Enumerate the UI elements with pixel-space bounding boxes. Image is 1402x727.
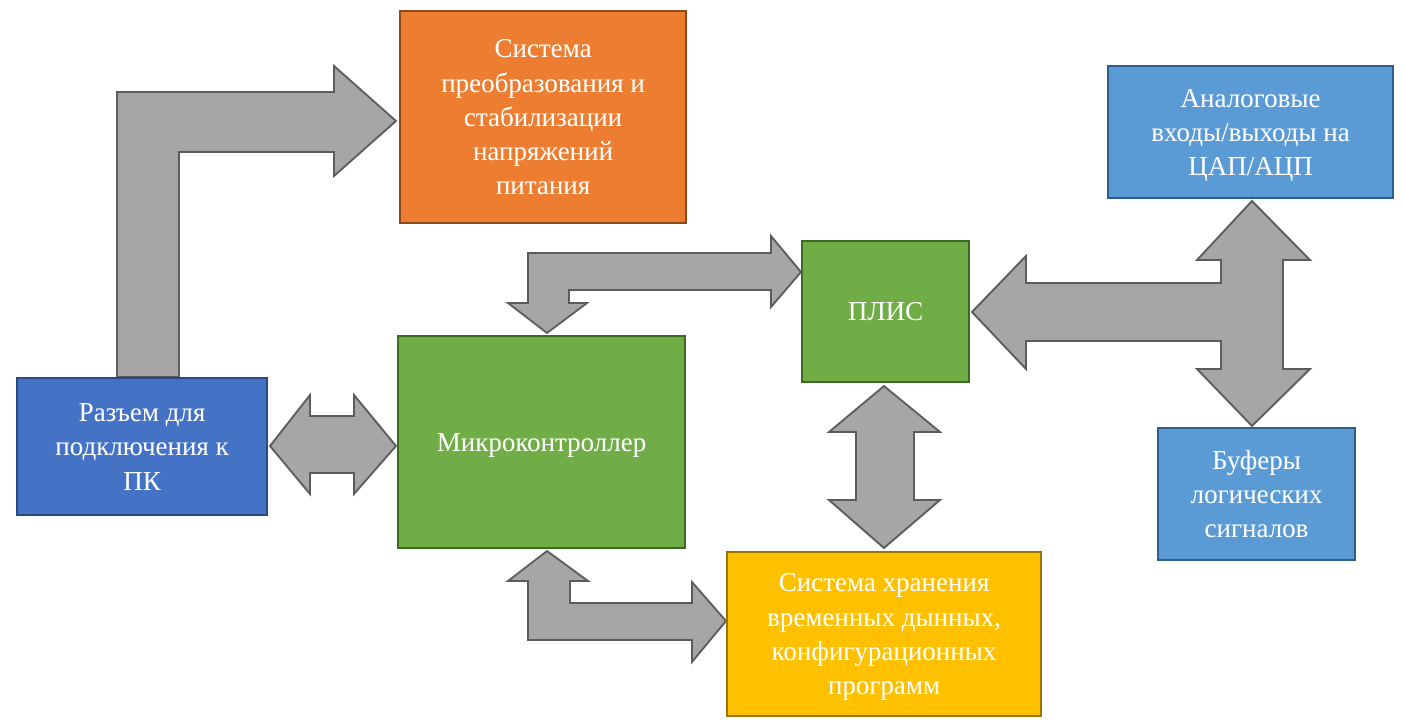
block-label-line: напряжений [472,136,614,167]
fpga-block: ПЛИС [801,240,970,383]
block-label-line: конфигурационных [771,636,997,666]
block-label: Система преобразования и стабилизации на… [441,31,645,202]
block-label-line: Буферы [1212,444,1301,475]
block-label-line: Система хранения [778,567,990,598]
block-label-line: Разъем для [78,397,206,428]
power-system-block: Система преобразования и стабилизации на… [399,10,687,224]
arrow-pc-mcu [268,392,398,497]
block-label: ПЛИС [848,294,923,328]
block-label-line: стабилизации [463,101,623,132]
logic-buffers-block: Буферы логических сигналов [1157,427,1356,561]
block-label: Разъем для подключения к ПК [55,395,228,498]
block-label-line: Система [494,33,592,64]
block-label-line: Аналоговые [1180,82,1321,113]
microcontroller-block: Микроконтроллер [397,335,686,549]
block-label-line: программ [827,670,941,701]
block-label-line: входы/выходы на [1151,116,1350,147]
block-label: Буферы логических сигналов [1191,443,1323,546]
pc-connector-block: Разъем для подключения к ПК [16,377,268,516]
storage-system-block: Система хранения временных дынных, конфи… [726,551,1042,717]
block-label-line: Микроконтроллер [436,426,647,457]
block-label-line: временных дынных, [767,601,1001,632]
arrow-pc-to-power [116,63,398,378]
arrow-mcu-storage [505,549,728,665]
block-label-line: сигналов [1204,513,1309,544]
block-label-line: ПЛИС [847,296,924,327]
block-label: Аналоговые входы/выходы на ЦАП/АЦП [1151,81,1349,184]
block-label-line: питания [495,170,591,201]
block-label-line: подключения к [55,431,229,462]
block-label: Система хранения временных дынных, конфи… [767,565,1001,702]
arrow-fpga-io [970,199,1313,428]
block-label-line: ЦАП/АЦП [1188,151,1313,182]
block-label-line: преобразования и [441,67,645,98]
block-label: Микроконтроллер [437,425,646,459]
analog-io-block: Аналоговые входы/выходы на ЦАП/АЦП [1107,65,1394,199]
block-label-line: ПК [123,465,161,496]
block-label-line: логических [1190,478,1323,509]
arrow-fpga-storage [826,384,943,550]
arrow-mcu-fpga [505,233,803,335]
